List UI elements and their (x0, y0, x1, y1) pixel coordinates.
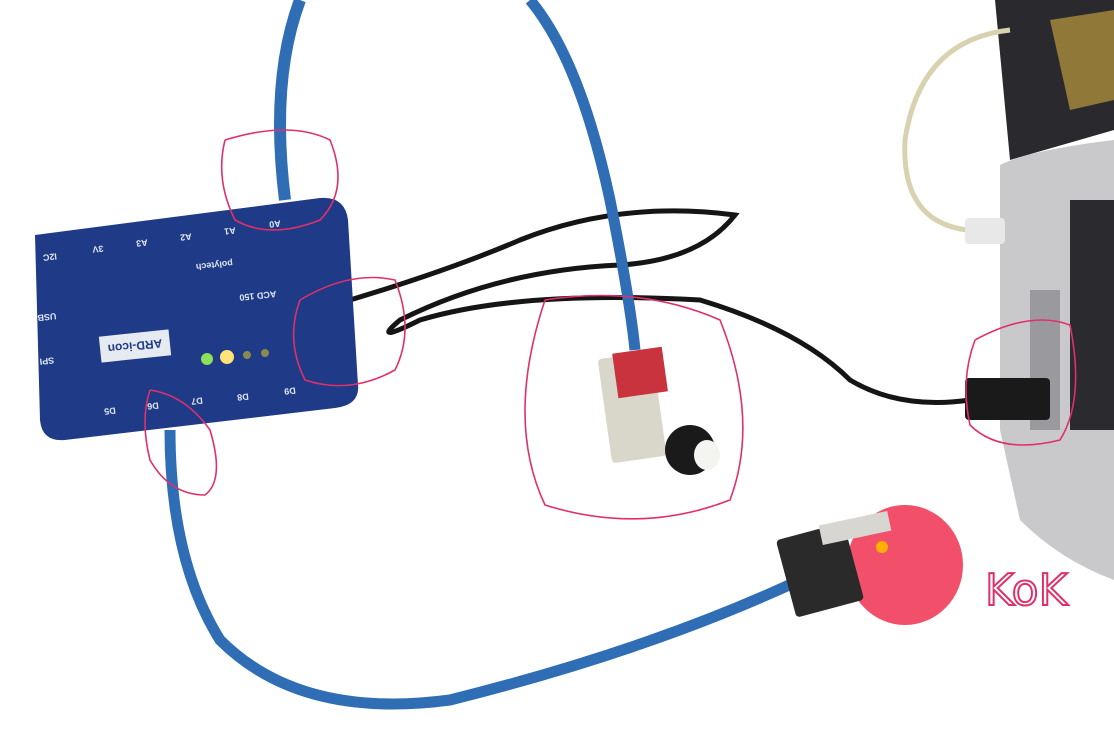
port-label: A0 (269, 218, 281, 229)
bottom-ports: D5 D6 D7 D8 D9 (104, 385, 296, 416)
hub-name-badge: ARD-icon (107, 336, 163, 356)
port-label: I2C (42, 251, 57, 262)
charger-cable (902, 27, 1011, 234)
port-label: SPI (39, 355, 54, 366)
port-label: A1 (224, 225, 236, 236)
port-label: D6 (147, 400, 159, 411)
port-label: D5 (104, 405, 116, 416)
handwritten-annotation: KoK (985, 565, 1069, 616)
laptop (995, 0, 1114, 580)
annotation-circles (144, 129, 1077, 520)
port-label: D9 (284, 385, 296, 396)
usb-cable (349, 208, 971, 405)
port-label: D8 (237, 391, 249, 402)
hub-brand: polytech (195, 258, 233, 272)
usb-plug (965, 378, 1050, 420)
blue-cable-d6 (164, 429, 803, 710)
port-label: A2 (180, 231, 192, 242)
hub-box (35, 197, 359, 441)
blue-cable-a0 (274, 0, 306, 201)
port-label: A3 (136, 237, 148, 248)
port-label: D7 (191, 395, 203, 406)
blue-cable-potentiometer (525, 0, 641, 351)
hub-model: ACD 150 (239, 289, 277, 303)
port-label: 3V (92, 243, 104, 254)
potentiometer-module (598, 346, 720, 475)
port-label: USB (36, 311, 56, 323)
led-sensor-module (776, 505, 963, 625)
magsafe-plug (965, 218, 1005, 244)
top-ports: I2C 3V A3 A2 A1 A0 (42, 218, 281, 262)
